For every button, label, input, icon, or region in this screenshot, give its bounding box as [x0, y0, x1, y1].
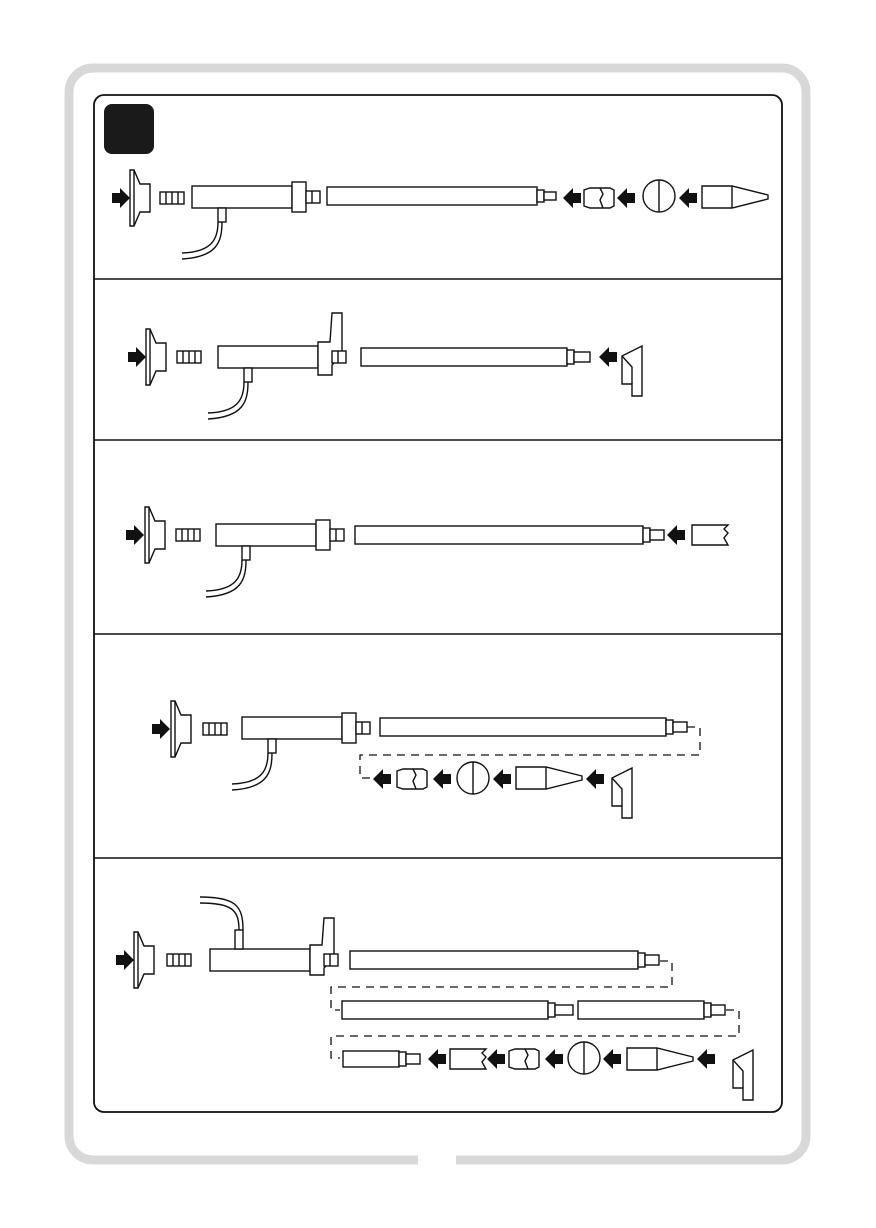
brush-ring-icon — [584, 188, 614, 208]
page-number-gap — [418, 1150, 456, 1166]
round-brush-icon — [457, 762, 489, 794]
brush-ring-icon — [397, 769, 427, 789]
extension-tube-icon — [355, 526, 643, 544]
tube-tip-icon — [574, 352, 590, 362]
round-brush-icon — [568, 1042, 600, 1074]
step-badge — [104, 104, 154, 154]
extension-tube-icon — [327, 187, 537, 205]
coupling-icon — [177, 351, 201, 363]
brush-ring-icon — [509, 1049, 539, 1069]
extension-tube-icon — [361, 348, 567, 366]
short-tube-icon — [343, 1051, 399, 1067]
tube-end-icon — [666, 720, 673, 734]
coupling-icon — [160, 192, 184, 204]
extension-tube-icon — [578, 1001, 704, 1019]
tube-tip-icon — [555, 1005, 573, 1015]
outer-frame — [69, 68, 806, 1160]
tube-tip-icon — [645, 955, 659, 965]
upholstery-nozzle-icon — [450, 1049, 486, 1069]
coupling-icon — [176, 529, 200, 541]
tube-tip-icon — [711, 1005, 725, 1015]
tube-end-icon — [548, 1003, 555, 1017]
tube-tip-icon — [650, 530, 664, 540]
tube-tip-icon — [406, 1054, 420, 1064]
extension-tube-icon — [380, 718, 666, 736]
tube-tip-icon — [673, 722, 687, 732]
tube-end-icon — [638, 953, 645, 967]
round-brush-icon — [643, 180, 675, 212]
tube-end-icon — [704, 1003, 711, 1017]
tube-tip-icon — [544, 192, 556, 200]
tube-end-icon — [399, 1052, 406, 1066]
tube-end-icon — [537, 190, 544, 202]
upholstery-nozzle-icon — [692, 525, 728, 545]
coupling-icon — [167, 954, 191, 966]
tube-end-icon — [567, 350, 574, 364]
extension-tube-icon — [342, 1001, 548, 1019]
tube-end-icon — [643, 528, 650, 542]
coupling-icon — [203, 723, 227, 735]
extension-tube-icon — [350, 951, 638, 969]
